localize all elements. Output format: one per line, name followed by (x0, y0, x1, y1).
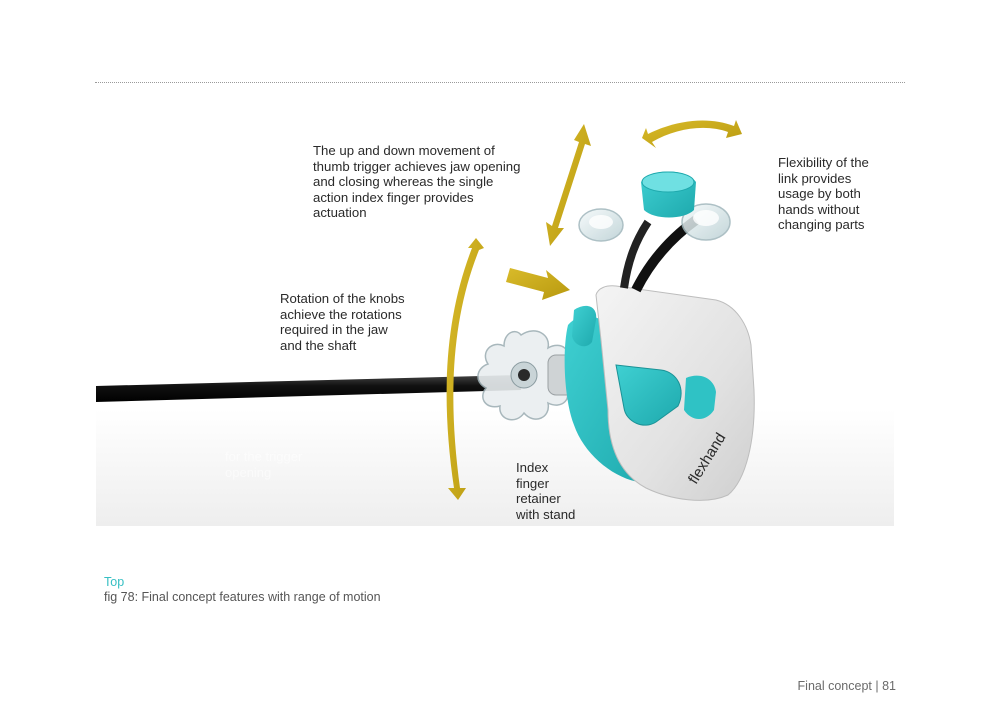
concept-render: flexhand (96, 110, 894, 526)
render-background (96, 110, 894, 526)
annotation-rotation: Rotation of the knobs achieve the rotati… (280, 291, 405, 353)
flex-link-left (620, 219, 652, 289)
arrow-trigger-updown (546, 124, 591, 246)
page-number: 81 (882, 679, 896, 693)
index-trigger (615, 364, 682, 426)
trigger-cap (684, 375, 716, 419)
instrument-shaft (96, 375, 521, 402)
header-divider (95, 82, 905, 83)
annotation-index-finger: Index finger retainer with stand (516, 460, 576, 522)
caption-label: Top (104, 575, 125, 589)
footer-section: Final concept (797, 679, 872, 693)
annotation-faint: for the trigger opening (225, 449, 303, 480)
page-footer: Final concept | 81 (797, 679, 896, 693)
product-illustration: flexhand (96, 110, 894, 526)
thumb-ring-teal (641, 171, 696, 218)
arrow-link-flex (642, 120, 742, 148)
thumb-ring-right (681, 203, 731, 241)
arrow-knob-rotation (446, 238, 484, 500)
thumb-ring-left (578, 208, 624, 242)
thumb-pad (572, 305, 597, 347)
annotation-flexibility: Flexibility of the link provides usage b… (778, 155, 869, 233)
arrow-into-body (506, 268, 570, 300)
motion-arrows (446, 120, 742, 500)
annotation-thumb-trigger: The up and down movement of thumb trigge… (313, 143, 521, 221)
caption-text: fig 78: Final concept features with rang… (104, 590, 381, 604)
rotation-knob (477, 330, 575, 421)
